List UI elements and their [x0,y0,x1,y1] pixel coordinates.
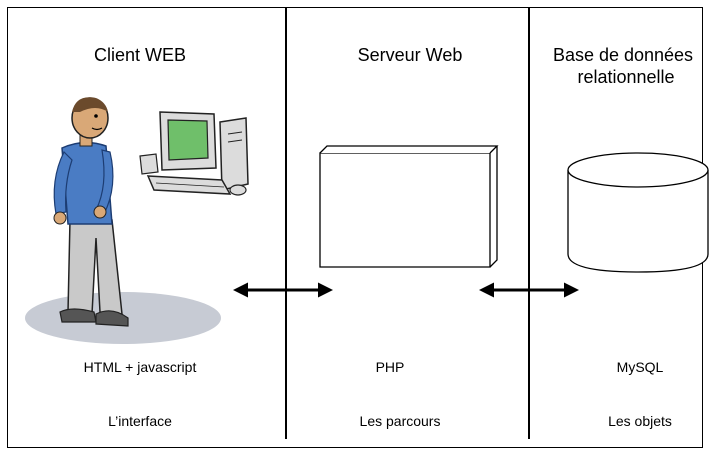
person-icon [25,97,221,344]
database-cylinder-icon [567,152,709,273]
database-technology: MySQL [616,359,664,375]
client-role: L’interface [108,413,172,429]
column-divider-left [285,7,287,439]
server-technology: PHP [375,359,405,375]
server-box-icon [319,145,499,268]
client-technology: HTML + javascript [83,359,197,375]
server-title: Serveur Web [357,45,463,65]
database-role: Les objets [608,413,672,429]
computer-icon [139,111,249,196]
server-role: Les parcours [359,413,441,429]
database-title-line1: Base de données [552,45,694,65]
client-title: Client WEB [93,45,187,65]
column-divider-right [528,7,530,439]
database-title-line2: relationnelle [577,67,675,87]
